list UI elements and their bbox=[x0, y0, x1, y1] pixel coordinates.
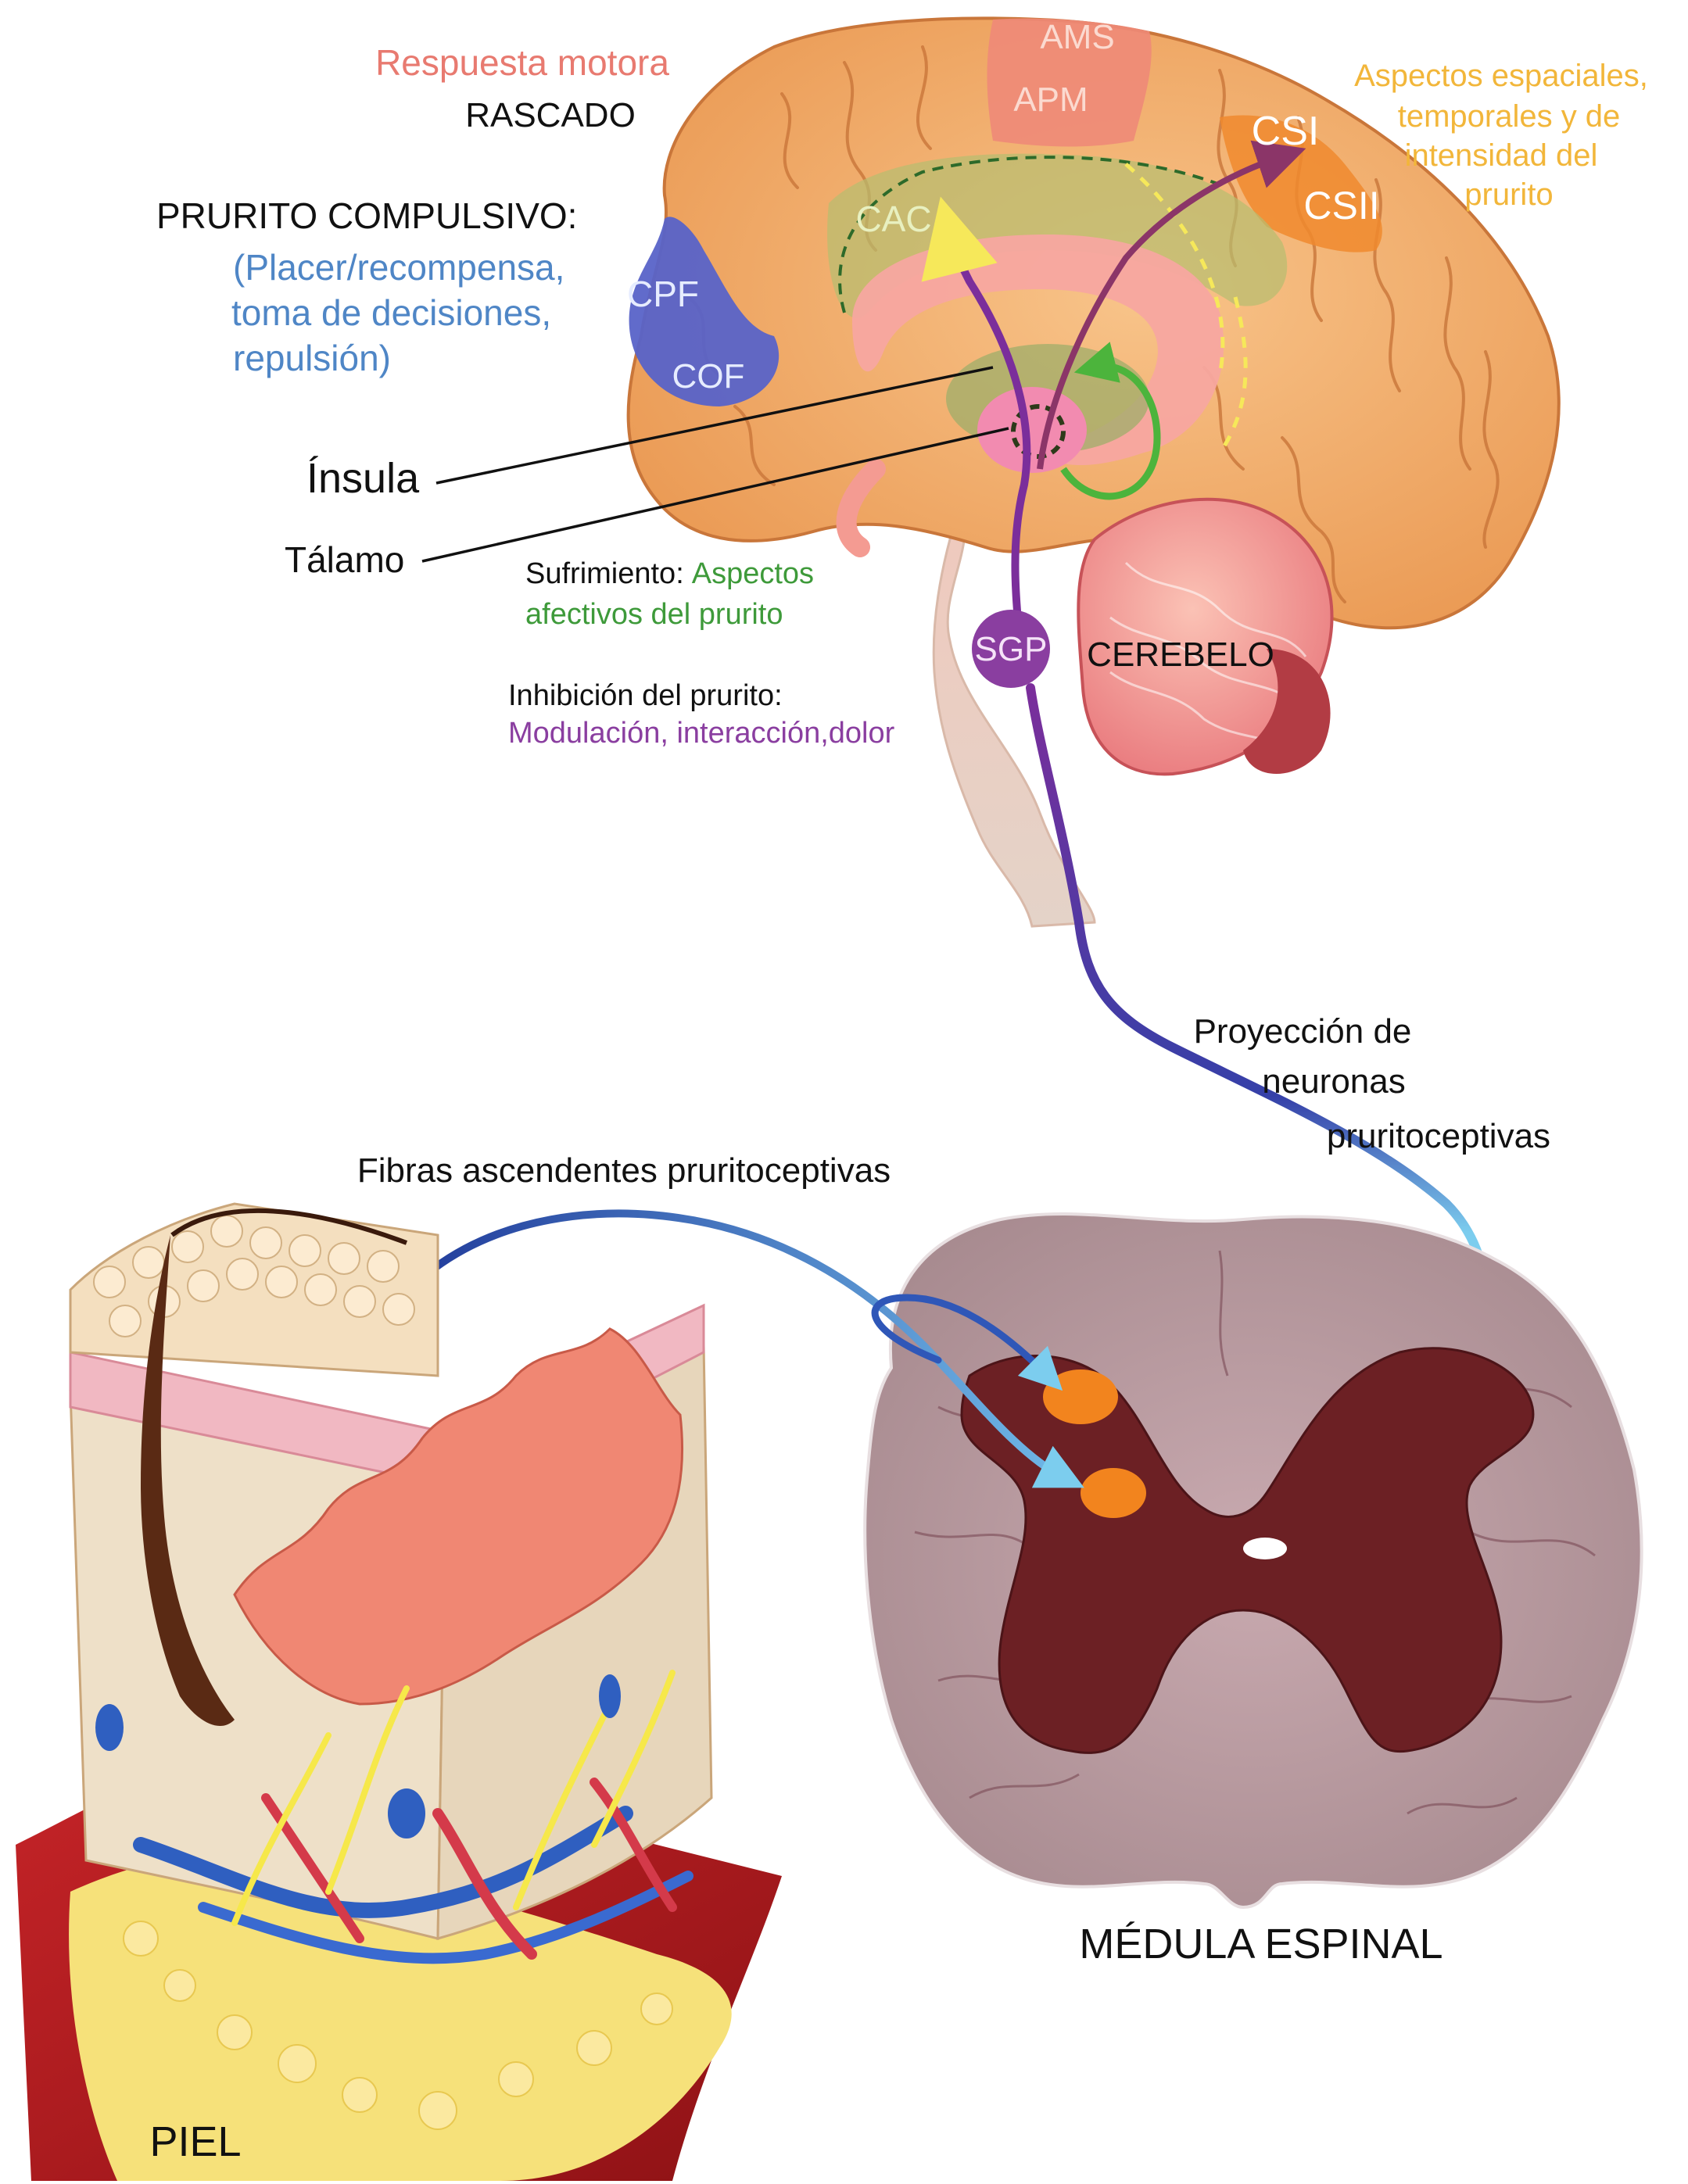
skin-label: PIEL bbox=[149, 2118, 241, 2165]
ascending-fiber-branch bbox=[871, 1294, 1063, 1391]
dorsal-horn-nucleus-1 bbox=[1043, 1369, 1118, 1424]
skin-illustration: PIEL bbox=[16, 1202, 782, 2181]
central-canal bbox=[1243, 1538, 1287, 1559]
csi-label: CSI bbox=[1252, 109, 1320, 154]
gland-3 bbox=[599, 1674, 621, 1718]
motor-area bbox=[987, 18, 1152, 147]
fornix bbox=[836, 459, 886, 557]
suffering-highlight: Aspectos bbox=[692, 557, 814, 590]
scratching-text: RASCADO bbox=[465, 96, 636, 134]
spatial-dashed-arrow-lower bbox=[1217, 296, 1248, 455]
gland-1 bbox=[95, 1704, 124, 1751]
green-loop-arrow bbox=[1060, 342, 1161, 500]
thalamus-leader-line bbox=[421, 427, 1009, 563]
sgp-node bbox=[972, 610, 1050, 688]
cortex-gyri bbox=[686, 45, 1500, 603]
spatial-desc-line4: prurito bbox=[1464, 177, 1553, 212]
ams-label: AMS bbox=[1040, 18, 1114, 56]
cingulate-dashed-boundary bbox=[838, 156, 1228, 313]
inhibition-title: Inhibición del prurito: bbox=[508, 679, 783, 712]
inhibition-desc: Modulación, interacción,dolor bbox=[508, 717, 895, 750]
compulsive-desc-line3: repulsión) bbox=[233, 338, 391, 378]
nerve-fibers bbox=[231, 1670, 676, 1926]
apm-label: APM bbox=[1013, 81, 1088, 119]
dorsal-horn-nucleus-2 bbox=[1081, 1468, 1146, 1518]
projection-annotation: Proyección de neuronas pruritoceptivas bbox=[1194, 1012, 1550, 1155]
suffering-text: Sufrimiento:Aspectos bbox=[525, 557, 814, 590]
spinal-cord-illustration: MÉDULA ESPINAL bbox=[863, 1212, 1643, 1967]
cac-label: CAC bbox=[855, 199, 931, 239]
sgp-label: SGP bbox=[975, 630, 1048, 668]
projection-line3: pruritoceptivas bbox=[1327, 1117, 1550, 1155]
gland-2 bbox=[388, 1788, 425, 1838]
prefrontal-orbitofrontal-area bbox=[629, 217, 779, 406]
hair-shaft bbox=[170, 1208, 408, 1245]
cerebellum-lobe bbox=[1243, 649, 1331, 774]
purple-ascending-fiber bbox=[921, 196, 1031, 681]
cerebellum-label: CEREBELO bbox=[1087, 636, 1274, 674]
spatial-desc-line1: Aspectos espaciales, bbox=[1354, 59, 1648, 93]
compulsive-desc-line1: (Placer/recompensa, bbox=[233, 247, 564, 288]
ascending-fiber-main bbox=[431, 1209, 1084, 1488]
spinal-cord-label: MÉDULA ESPINAL bbox=[1079, 1921, 1443, 1967]
thalamus-blob bbox=[977, 387, 1087, 473]
dermal-papillae bbox=[233, 1327, 683, 1706]
csii-label: CSII bbox=[1303, 184, 1379, 227]
suffering-label: Sufrimiento: bbox=[525, 557, 684, 590]
insula-leader-line bbox=[435, 366, 994, 485]
motor-response-text: Respuesta motora bbox=[375, 42, 669, 83]
fat-lobules bbox=[123, 1921, 673, 2130]
ascending-fibers-label: Fibras ascendentes pruritoceptivas bbox=[357, 1151, 891, 1190]
cof-label: COF bbox=[672, 357, 745, 396]
spatial-desc-line2: temporales y de bbox=[1398, 99, 1621, 134]
cerebellum-folia bbox=[1109, 561, 1307, 744]
brainstem bbox=[932, 496, 1096, 928]
spatial-dashed-arrow bbox=[1124, 163, 1225, 376]
projection-line1: Proyección de bbox=[1194, 1012, 1412, 1051]
compulsive-desc-line2: toma de decisiones, bbox=[231, 292, 551, 333]
thalamus-label: Tálamo bbox=[285, 539, 404, 580]
brain-annotations: Respuesta motora RASCADO PRURITO COMPULS… bbox=[156, 42, 1648, 750]
compulsive-itch-title: PRURITO COMPULSIVO: bbox=[156, 195, 577, 236]
brain-illustration: SGP AMS APM CSI CSII CAC CPF COF CEREBEL… bbox=[626, 16, 1561, 928]
projection-line2: neuronas bbox=[1262, 1062, 1405, 1101]
suffering-line2: afectivos del prurito bbox=[525, 598, 783, 631]
skin-vessels bbox=[133, 1778, 693, 1964]
cpf-label: CPF bbox=[627, 274, 699, 314]
purple-to-csi-fiber bbox=[1037, 140, 1306, 470]
thalamus-dashed-marker bbox=[1011, 404, 1066, 459]
stratum-corneum-cells bbox=[69, 1202, 439, 1377]
spatial-desc-line3: intensidad del bbox=[1405, 138, 1598, 173]
insula-label: Ínsula bbox=[306, 455, 420, 502]
hair-follicle bbox=[141, 1235, 235, 1727]
